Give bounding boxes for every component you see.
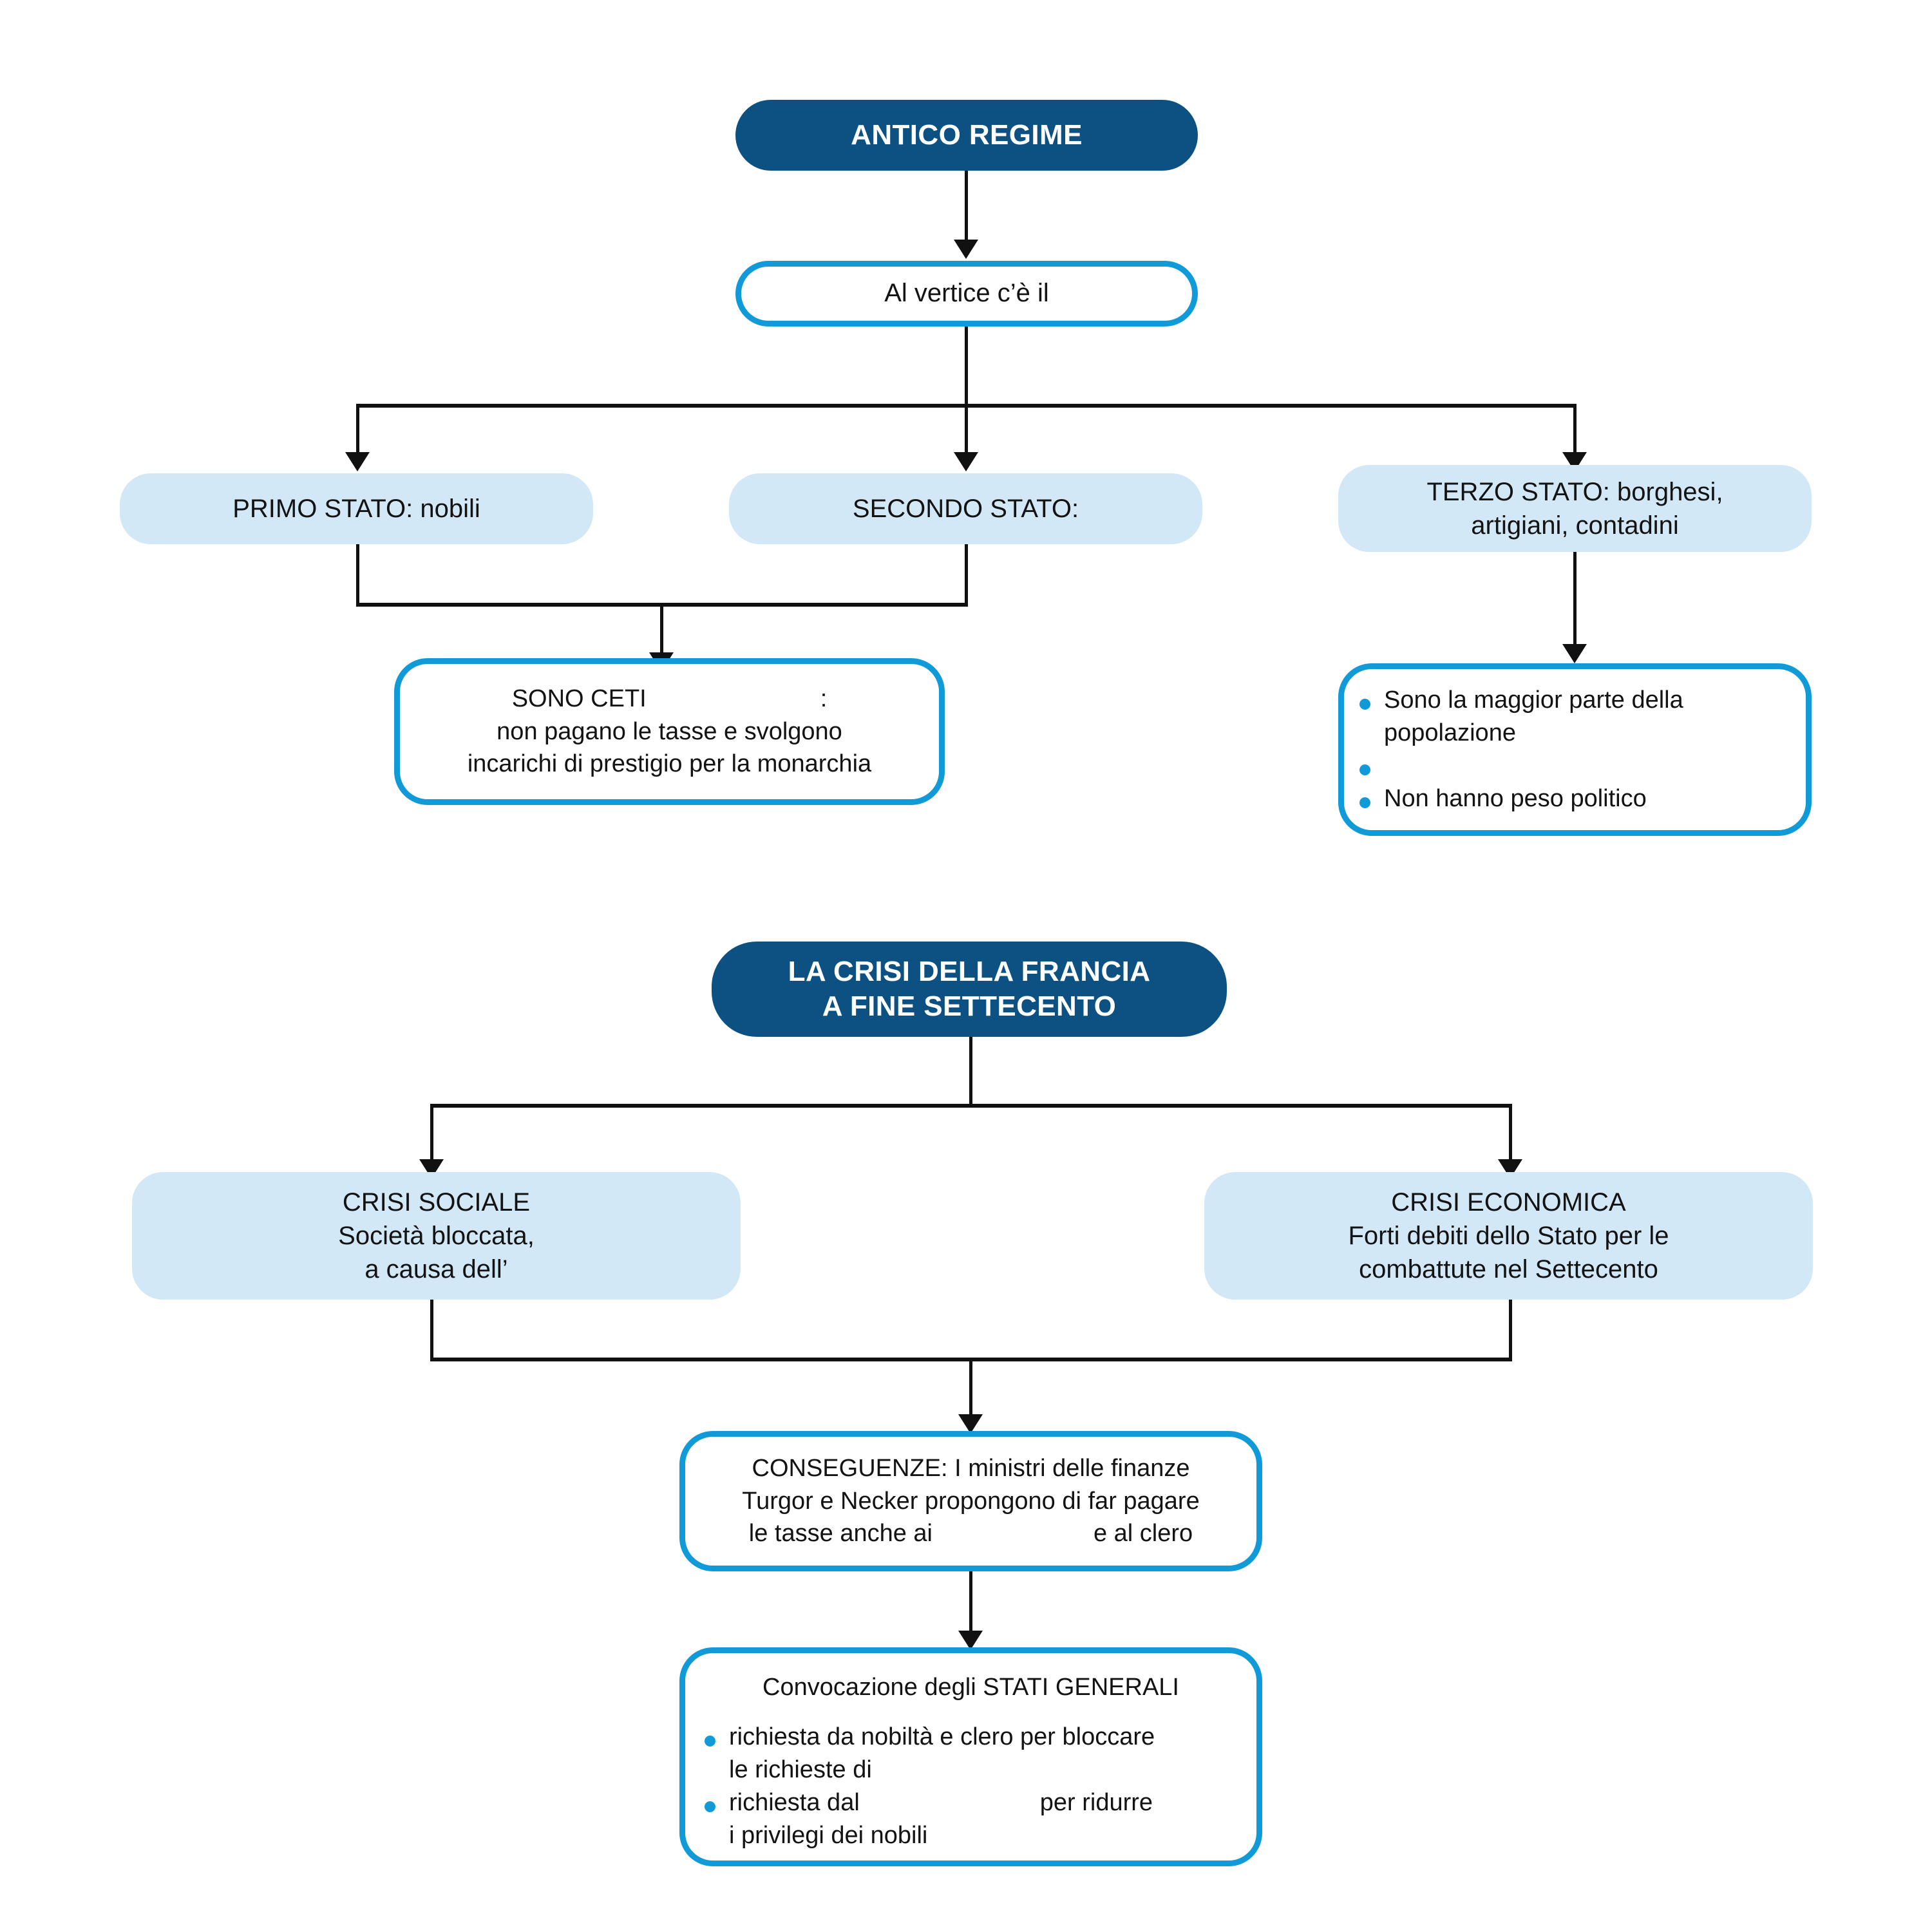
terzo-stato-bullet-list: Sono la maggior parte della popolazione … (1354, 684, 1795, 815)
connector-header-to-vertice (965, 171, 968, 254)
arrowhead-to-conseguenze (958, 1414, 983, 1434)
list-item (1354, 750, 1795, 782)
box-conseguenze-line2: Turgor e Necker propongono di far pagare (742, 1487, 1200, 1515)
stati-generali-bullet1-line1: richiesta da nobiltà e clero per bloccar… (729, 1723, 1155, 1750)
box-sono-ceti-line1-after: : (820, 685, 828, 712)
connector-primo-down (356, 544, 359, 606)
stati-generali-bullet1-line2: le richieste di (729, 1756, 872, 1783)
box-crisi-sociale-text: CRISI SOCIALE Società bloccata, a causa … (132, 1186, 741, 1286)
box-stati-generali-title: Convocazione degli STATI GENERALI (762, 1674, 1179, 1701)
section2-header-line1: LA CRISI DELLA FRANCIA (788, 956, 1151, 988)
box-sono-ceti: SONO CETI: non pagano le tasse e svolgon… (394, 658, 945, 805)
connector-merge-drop-conseguenze (969, 1358, 972, 1428)
stati-generali-bullet-list: richiesta da nobiltà e clero per bloccar… (699, 1721, 1242, 1852)
connector-to-crisi-economica-drop (1509, 1104, 1512, 1175)
connector-conseguenze-down (969, 1571, 972, 1643)
connector-section2-bar (430, 1104, 1512, 1108)
box-terzo-stato-line1: TERZO STATO: borghesi, (1426, 477, 1723, 506)
connector-merge-drop-ceti (660, 603, 663, 667)
box-primo-stato-label: PRIMO STATO: nobili (232, 495, 480, 523)
arrowhead-to-terzo-bullets (1562, 644, 1587, 663)
box-stati-generali: Convocazione degli STATI GENERALI richie… (679, 1647, 1262, 1866)
section2-header-crisi-francia: LA CRISI DELLA FRANCIA A FINE SETTECENTO (712, 942, 1227, 1037)
stati-generali-bullet2-before: richiesta dal (729, 1788, 860, 1816)
section1-header-label: ANTICO REGIME (851, 119, 1083, 151)
section2-header-label: LA CRISI DELLA FRANCIA A FINE SETTECENTO (712, 954, 1227, 1023)
box-crisi-sociale-line3: a causa dell’ (365, 1255, 508, 1283)
section1-header-antico-regime: ANTICO REGIME (735, 100, 1198, 171)
box-crisi-economica-line2: Forti debiti dello Stato per le (1348, 1222, 1669, 1250)
box-terzo-stato-line2: artigiani, contadini (1471, 511, 1679, 540)
box-conseguenze-line3-before: le tasse anche ai (748, 1520, 933, 1548)
connector-crisi-economica-down (1509, 1300, 1512, 1361)
list-item: richiesta dal per ridurre i privilegi dei… (699, 1786, 1242, 1852)
box-secondo-stato: SECONDO STATO: (729, 473, 1202, 544)
connector-section2-trunk (969, 1037, 972, 1106)
connector-vertice-mid-drop (965, 404, 968, 467)
box-conseguenze-text: CONSEGUENZE: I ministri delle finanze Tu… (701, 1452, 1241, 1551)
box-stati-generali-content: Convocazione degli STATI GENERALI richie… (699, 1653, 1242, 1852)
arrowhead-header-to-vertice (954, 240, 978, 259)
connector-vertice-trunk (965, 327, 968, 406)
box-al-vertice: Al vertice c’è il (735, 261, 1198, 327)
box-terzo-stato: TERZO STATO: borghesi, artigiani, contad… (1338, 465, 1812, 552)
box-sono-ceti-line3: incarichi di prestigio per la monarchia (467, 750, 872, 778)
box-conseguenze-line1: CONSEGUENZE: I ministri delle finanze (752, 1454, 1190, 1482)
box-crisi-economica-line3: combattute nel Settecento (1359, 1255, 1658, 1283)
box-sono-ceti-line2: non pagano le tasse e svolgono (497, 717, 842, 745)
box-sono-ceti-text: SONO CETI: non pagano le tasse e svolgon… (417, 683, 922, 781)
box-crisi-sociale: CRISI SOCIALE Società bloccata, a causa … (132, 1172, 741, 1300)
list-item: richiesta da nobiltà e clero per bloccar… (699, 1721, 1242, 1786)
box-primo-stato: PRIMO STATO: nobili (120, 473, 593, 544)
stati-generali-bullet2-after: per ridurre (1039, 1788, 1153, 1816)
list-item: Sono la maggior parte della popolazione (1354, 684, 1795, 750)
connector-vertice-right-drop (1573, 404, 1577, 467)
box-crisi-economica: CRISI ECONOMICA Forti debiti dello Stato… (1204, 1172, 1813, 1300)
box-crisi-economica-title: CRISI ECONOMICA (1391, 1188, 1626, 1217)
connector-to-crisi-sociale-drop (430, 1104, 433, 1175)
box-secondo-stato-label: SECONDO STATO: (852, 495, 1079, 523)
stati-generali-bullet2-line2: i privilegi dei nobili (729, 1821, 928, 1849)
arrowhead-to-secondo-stato (954, 452, 978, 471)
box-crisi-sociale-title: CRISI SOCIALE (342, 1188, 531, 1217)
box-al-vertice-label: Al vertice c’è il (884, 279, 1049, 308)
connector-terzo-down (1573, 552, 1577, 649)
box-crisi-economica-text: CRISI ECONOMICA Forti debiti dello Stato… (1204, 1186, 1813, 1286)
box-conseguenze: CONSEGUENZE: I ministri delle finanze Tu… (679, 1431, 1262, 1571)
section2-header-line2: A FINE SETTECENTO (822, 990, 1117, 1022)
connector-secondo-down (965, 544, 968, 606)
connector-vertice-left-drop (356, 404, 359, 467)
connector-crisi-sociale-down (430, 1300, 433, 1361)
box-conseguenze-line3-after: e al clero (1093, 1520, 1193, 1548)
arrowhead-to-primo-stato (345, 452, 370, 471)
box-crisi-sociale-line2: Società bloccata, (338, 1222, 535, 1250)
box-terzo-stato-details: Sono la maggior parte della popolazione … (1338, 663, 1812, 836)
box-sono-ceti-line1-before: SONO CETI (511, 685, 647, 712)
box-sono-ceti-line1: SONO CETI: (512, 685, 828, 712)
arrowhead-to-stati-generali (958, 1631, 983, 1650)
box-terzo-stato-label: TERZO STATO: borghesi, artigiani, contad… (1338, 475, 1812, 542)
list-item: Non hanno peso politico (1354, 782, 1795, 815)
